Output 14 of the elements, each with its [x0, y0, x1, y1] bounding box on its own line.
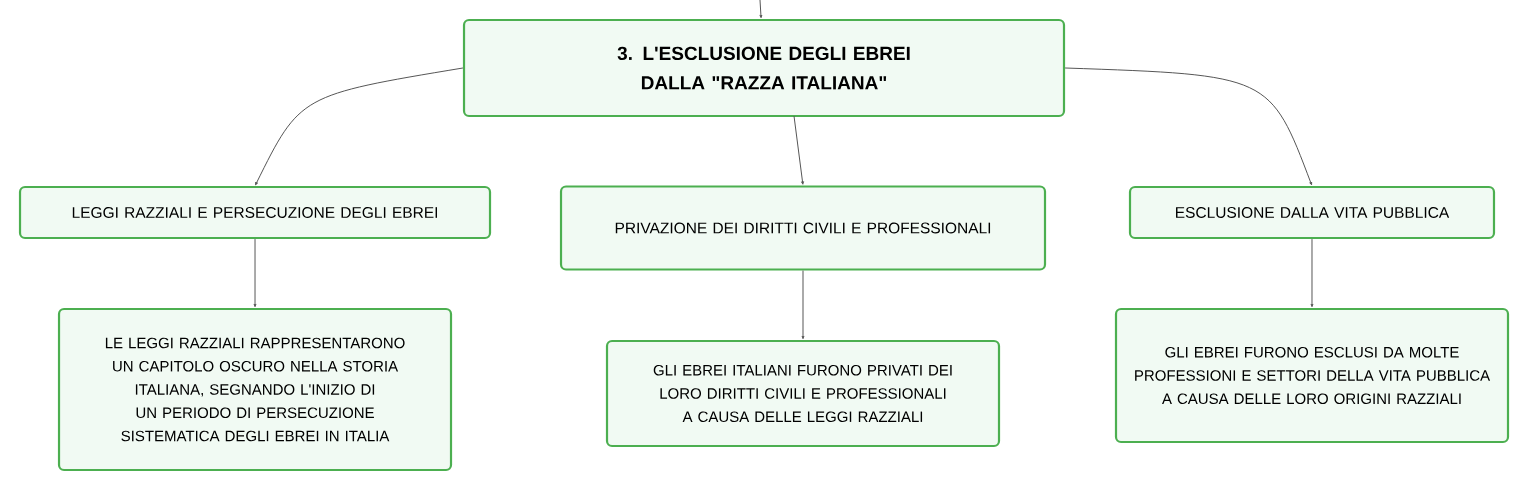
note-box: GLI EBREI FURONO ESCLUSI DA MOLTE PROFESSIONI E SETTORI DELLA VITA PUBBLICA A CAUSA DELLE LORO ORIGINI RAZZIALI [1114, 307, 1510, 444]
subtopic-box: LEGGI RAZZIALI E PERSECUZIONE DEGLI EBREI [18, 185, 492, 240]
connector-arrow [1310, 238, 1314, 308]
note-box: LE LEGGI RAZZIALI RAPPRESENTARONO UN CAPITOLO OSCURO NELLA STORIA ITALIANA, SEGNANDO L'INIZIO DI UN PERIODO DI PERSECUZIONE SISTEMATICA DEGLI EBREI IN ITALIA [57, 307, 453, 472]
connector-arrow [759, 0, 763, 19]
topic-box: 3. L'ESCLUSIONE DEGLI EBREI DALLA "RAZZA ITALIANA" [462, 18, 1066, 118]
connector-arrow [253, 238, 257, 308]
subtopic-box: PRIVAZIONE DEI DIRITTI CIVILI E PROFESSIONALI [559, 185, 1047, 271]
connector-arrow [1064, 67, 1313, 186]
connector-arrow [793, 115, 804, 185]
subtopic-box: ESCLUSIONE DALLA VITA PUBBLICA [1128, 185, 1496, 240]
connector-arrow [255, 67, 464, 186]
connector-arrow [801, 270, 805, 340]
note-box: GLI EBREI ITALIANI FURONO PRIVATI DEI LORO DIRITTI CIVILI E PROFESSIONALI A CAUSA DELLE LEGGI RAZZIALI [605, 339, 1001, 448]
